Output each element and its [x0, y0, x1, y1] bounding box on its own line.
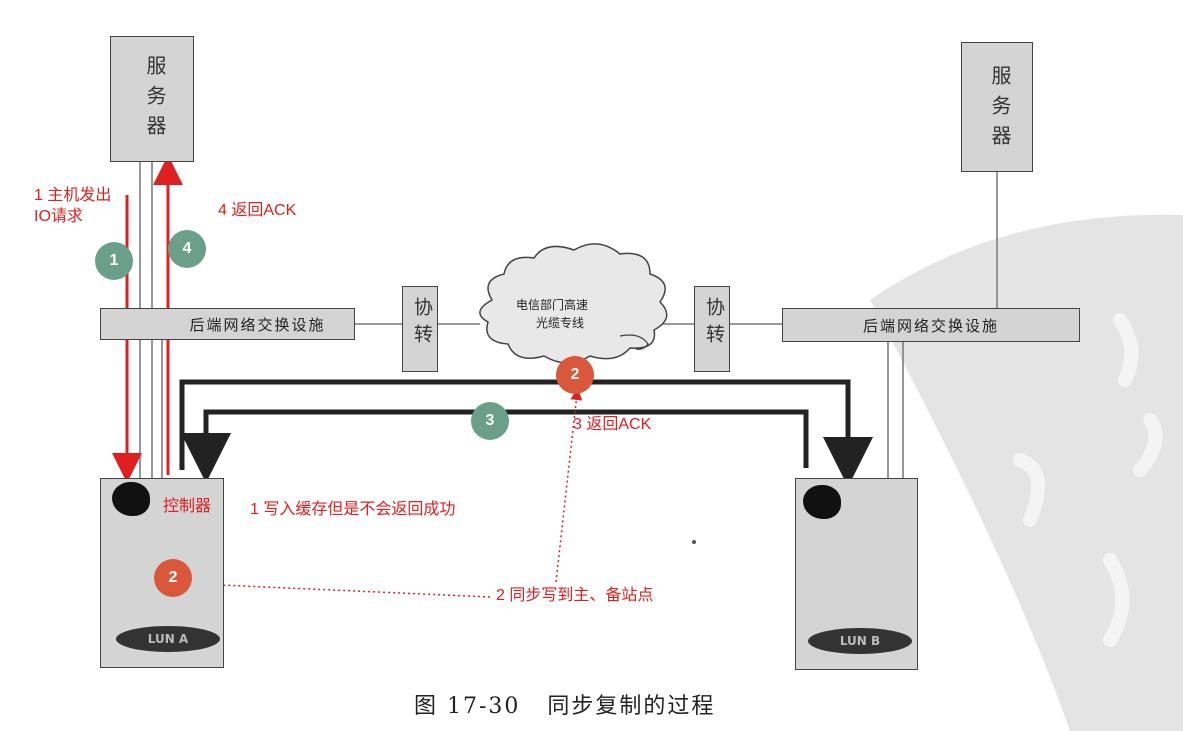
speck	[692, 540, 696, 544]
right-protocol-label: 协转	[703, 297, 725, 351]
lun-b-disk: LUN B	[808, 628, 912, 654]
right-controller-icon	[803, 485, 841, 519]
step-badge-2-wan: 2	[556, 356, 594, 394]
figure-caption: 图 17-30 同步复制的过程	[414, 694, 716, 719]
right-network-switch: 后端网络交换设施	[782, 308, 1080, 342]
annotation-sync-write: 2 同步写到主、备站点	[496, 587, 654, 604]
annotation-host-io-line1: 1 主机发出	[34, 187, 112, 204]
annotation-return-ack-3: 3 返回ACK	[573, 416, 652, 433]
annotation-host-io-line2: IO请求	[34, 208, 83, 225]
step-badge-3: 3	[471, 402, 509, 440]
cloud-label-line2: 光缆专线	[536, 316, 585, 330]
left-network-switch: 后端网络交换设施	[100, 308, 355, 340]
left-protocol-label: 协转	[411, 297, 433, 351]
left-server: 服务器	[110, 36, 194, 162]
left-controller-icon	[112, 482, 150, 516]
replication-path-forward	[179, 379, 873, 487]
step-badge-4: 4	[168, 230, 206, 268]
right-server-label: 服务器	[988, 65, 1012, 155]
left-protocol-converter: 协转	[402, 286, 438, 372]
right-server: 服务器	[961, 42, 1033, 172]
annotation-controller: 控制器	[163, 498, 212, 515]
left-server-label: 服务器	[143, 55, 167, 145]
step-badge-1: 1	[95, 242, 133, 280]
step-badge-2-local: 2	[154, 559, 192, 597]
lun-a-disk: LUN A	[116, 626, 220, 652]
cloud-shape	[479, 243, 668, 364]
annotation-return-ack-4: 4 返回ACK	[218, 202, 297, 219]
annotation-write-cache: 1 写入缓存但是不会返回成功	[250, 501, 456, 518]
right-protocol-converter: 协转	[694, 286, 730, 372]
cloud-label-line1: 电信部门高速	[516, 298, 589, 312]
